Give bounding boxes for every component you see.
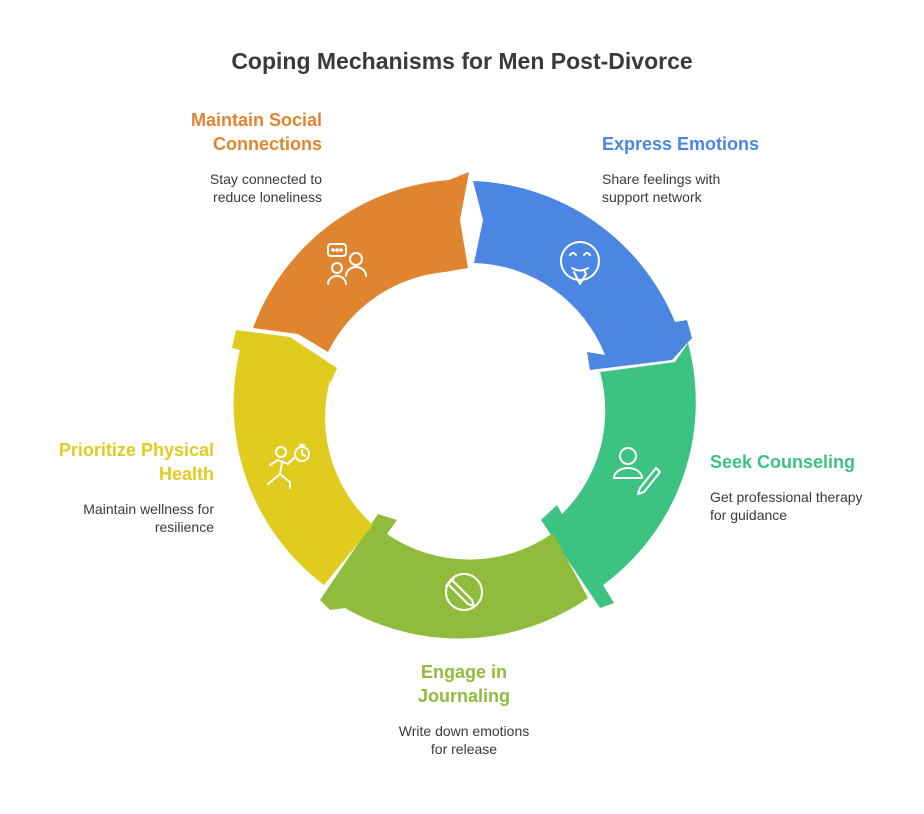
physical-health-title: Prioritize Physical Health — [14, 438, 214, 486]
engage-journaling-description: Write down emotions for release — [364, 722, 564, 758]
express-title-line-1: Express Emotions — [602, 134, 760, 154]
label-physical-health: Prioritize Physical Health Maintain well… — [14, 438, 214, 536]
label-seek-counseling: Seek Counseling Get professional therapy… — [710, 450, 910, 524]
social-connections-description: Stay connected to reduce loneliness — [122, 170, 322, 206]
segment-seek-counseling — [541, 343, 696, 608]
running-person-stopwatch-icon — [267, 444, 310, 489]
counseling-desc-line-2: for guidance — [710, 507, 788, 523]
segment-express-emotions — [473, 181, 692, 370]
seek-counseling-title: Seek Counseling — [710, 450, 910, 474]
physical-title-line-2: Health — [158, 464, 214, 484]
physical-title-line-1: Prioritize Physical — [58, 440, 214, 460]
journaling-desc-line-2: for release — [430, 741, 498, 757]
label-express-emotions: Express Emotions Share feelings with sup… — [602, 132, 802, 206]
segment-express-shape — [473, 181, 692, 370]
counseling-desc-line-1: Get professional therapy — [710, 489, 863, 505]
seek-counseling-description: Get professional therapy for guidance — [710, 488, 910, 524]
segment-physical-shape — [232, 330, 373, 585]
segment-physical-health — [232, 330, 373, 585]
pen-in-circle-icon — [445, 573, 483, 611]
diagram-title: Coping Mechanisms for Men Post-Divorce — [231, 48, 693, 74]
social-connections-title: Maintain Social Connections — [122, 108, 322, 156]
people-chat-icon — [327, 243, 367, 285]
journaling-title-line-1: Engage in — [420, 662, 507, 682]
label-social-connections: Maintain Social Connections Stay connect… — [122, 108, 322, 206]
social-title-line-1: Maintain Social — [190, 110, 322, 130]
express-desc-line-2: support network — [602, 189, 702, 205]
physical-desc-line-2: resilience — [154, 519, 214, 535]
social-desc-line-2: reduce loneliness — [213, 189, 322, 205]
journaling-title-line-2: Journaling — [417, 686, 510, 706]
counseling-title-line-1: Seek Counseling — [710, 452, 856, 472]
emotion-face-icon — [560, 241, 600, 285]
engage-journaling-title: Engage in Journaling — [364, 660, 564, 708]
express-desc-line-1: Share feelings with — [602, 171, 721, 187]
express-emotions-description: Share feelings with support network — [602, 170, 802, 206]
physical-health-description: Maintain wellness for resilience — [14, 500, 214, 536]
journaling-desc-line-1: Write down emotions — [398, 723, 530, 739]
social-desc-line-1: Stay connected to — [209, 171, 322, 187]
segment-counseling-shape — [541, 343, 696, 608]
social-title-line-2: Connections — [212, 134, 322, 154]
counselor-with-pen-icon — [613, 447, 661, 495]
label-engage-journaling: Engage in Journaling Write down emotions… — [364, 660, 564, 758]
physical-desc-line-1: Maintain wellness for — [83, 501, 214, 517]
express-emotions-title: Express Emotions — [602, 132, 802, 156]
